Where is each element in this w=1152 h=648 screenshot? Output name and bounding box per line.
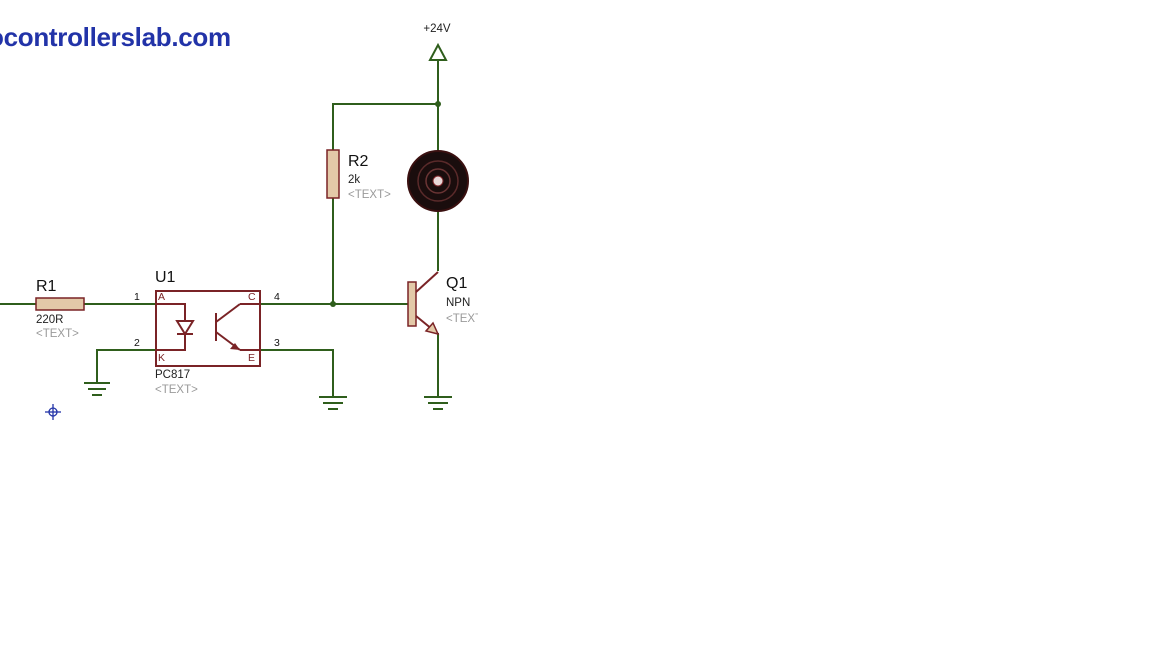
ground-u1-e [319, 396, 347, 410]
q1-collector-lead [415, 271, 439, 293]
q1-text-placeholder: <TEXT> [446, 313, 489, 325]
u1-pin-number-1: 1 [134, 291, 140, 303]
u1-pin-number-4: 4 [274, 291, 280, 303]
r1-text-placeholder: <TEXT> [36, 328, 79, 340]
ground-u1-k [84, 382, 110, 396]
ground-q1 [424, 396, 452, 410]
wires [0, 59, 441, 397]
u1-text-placeholder: <TEXT> [155, 384, 198, 396]
r2-text-placeholder: <TEXT> [348, 189, 391, 201]
u1-body [155, 290, 261, 367]
junction-dot [330, 301, 336, 307]
resistor-r1: R1 220R <TEXT> [35, 278, 85, 340]
u1-pin-name-e: E [248, 352, 255, 364]
website-watermark: ocontrollerslab.com [0, 22, 231, 52]
q1-base-bar [407, 281, 417, 327]
dc-motor [407, 150, 469, 212]
phototransistor-collector [215, 303, 241, 323]
u1-pin-name-k: K [158, 352, 165, 364]
r1-ref: R1 [36, 278, 57, 295]
origin-marker-icon [45, 404, 61, 420]
u1-led-wire-k [156, 334, 186, 351]
transistor-q1: Q1 NPN <TEXT> [407, 271, 489, 336]
r2-ref: R2 [348, 153, 369, 170]
r2-value: 2k [348, 174, 360, 186]
u1-led-wire-a [156, 303, 186, 321]
u1-pin-number-2: 2 [134, 337, 140, 349]
q1-type: NPN [446, 297, 470, 309]
led-diode-icon [175, 320, 195, 336]
power-supply-terminal: +24V [423, 23, 451, 61]
power-arrow-icon [428, 42, 448, 61]
u1-ref: U1 [155, 269, 176, 286]
u1-pin-number-3: 3 [274, 337, 280, 349]
wire-u1-e-to-ground [259, 349, 334, 397]
resistor-r2-body [326, 149, 340, 199]
junction-dot [435, 101, 441, 107]
wire-u1-k-to-ground [96, 349, 157, 383]
emitter-arrow-icon [230, 343, 240, 350]
u1-part: PC817 [155, 369, 190, 381]
q1-ref: Q1 [446, 275, 467, 292]
motor-shaft-icon [432, 175, 444, 187]
optocoupler-u1: A K C E 1 2 3 4 U1 PC817 <TEXT> [134, 269, 280, 396]
power-label: +24V [423, 23, 451, 35]
r1-value: 220R [36, 314, 64, 326]
u1-pin-name-c: C [248, 291, 256, 303]
resistor-r1-body [35, 297, 85, 311]
motor-ring-icon [425, 168, 451, 194]
resistor-r2: R2 2k <TEXT> [326, 149, 391, 201]
u1-pin-name-a: A [158, 291, 165, 303]
q1-emitter-arrow-icon [424, 321, 440, 336]
motor-ring-icon [417, 160, 459, 202]
